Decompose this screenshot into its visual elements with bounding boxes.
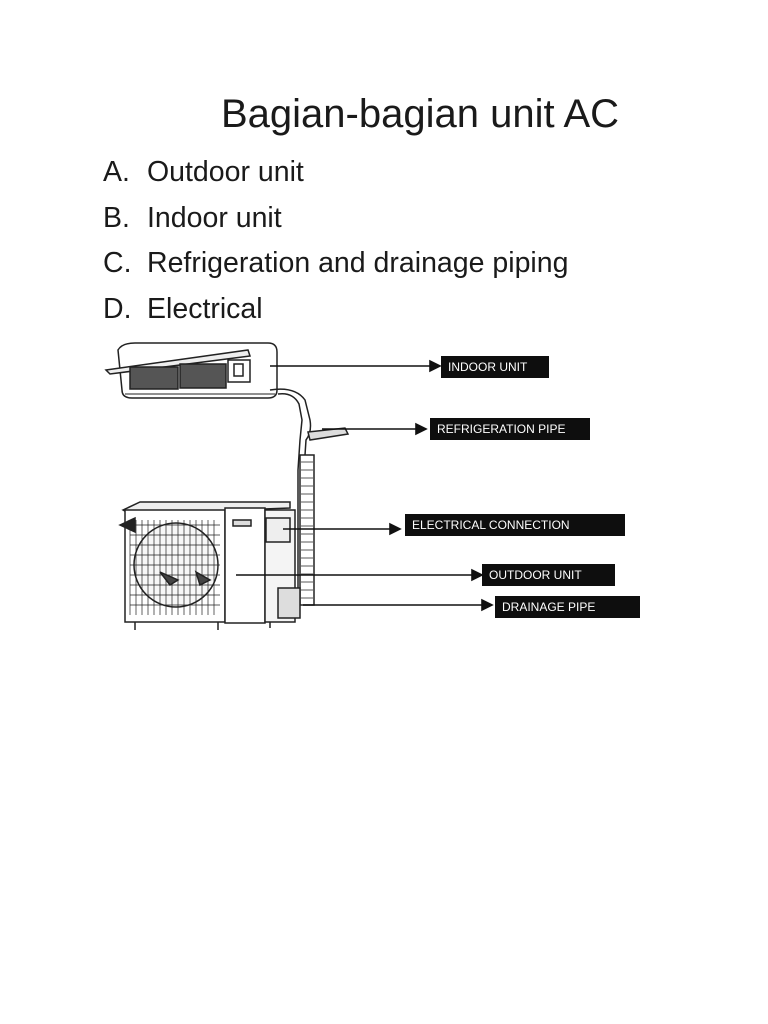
electrical-connection-callout: ELECTRICAL CONNECTION bbox=[405, 514, 625, 536]
list-item-letter: A. bbox=[103, 156, 130, 188]
list-item-label: Refrigeration and drainage piping bbox=[147, 247, 569, 279]
list-item: C. Refrigeration and drainage piping bbox=[103, 241, 568, 287]
list-item-letter: B. bbox=[103, 201, 130, 234]
parts-list: A. Outdoor unit B. Indoor unit C. Refrigera… bbox=[103, 150, 568, 332]
outdoor-unit-callout: OUTDOOR UNIT bbox=[482, 564, 615, 586]
drainage-pipe-callout: DRAINAGE PIPE bbox=[495, 596, 640, 618]
refrigeration-pipe-callout: REFRIGERATION PIPE bbox=[430, 418, 590, 440]
outdoor-unit-drawing bbox=[118, 501, 301, 630]
list-item-label: Electrical bbox=[147, 292, 263, 325]
list-item: A. Outdoor unit bbox=[103, 150, 568, 196]
list-item-letter: C. bbox=[103, 247, 132, 279]
ac-illustration bbox=[104, 342, 494, 630]
list-item: D. Electrical bbox=[103, 287, 568, 333]
list-item-label: Indoor unit bbox=[147, 201, 282, 234]
indoor-unit-drawing bbox=[104, 342, 278, 399]
callout-arrows bbox=[236, 359, 494, 612]
page-title: Bagian-bagian unit AC bbox=[221, 92, 620, 136]
ac-diagram: INDOOR UNIT REFRIGERATION PIPE ELECTRICA… bbox=[0, 330, 768, 640]
list-item-letter: D. bbox=[103, 292, 132, 325]
indoor-unit-callout: INDOOR UNIT bbox=[441, 356, 549, 378]
list-item-label: Outdoor unit bbox=[147, 156, 304, 188]
list-item: B. Indoor unit bbox=[103, 196, 568, 242]
